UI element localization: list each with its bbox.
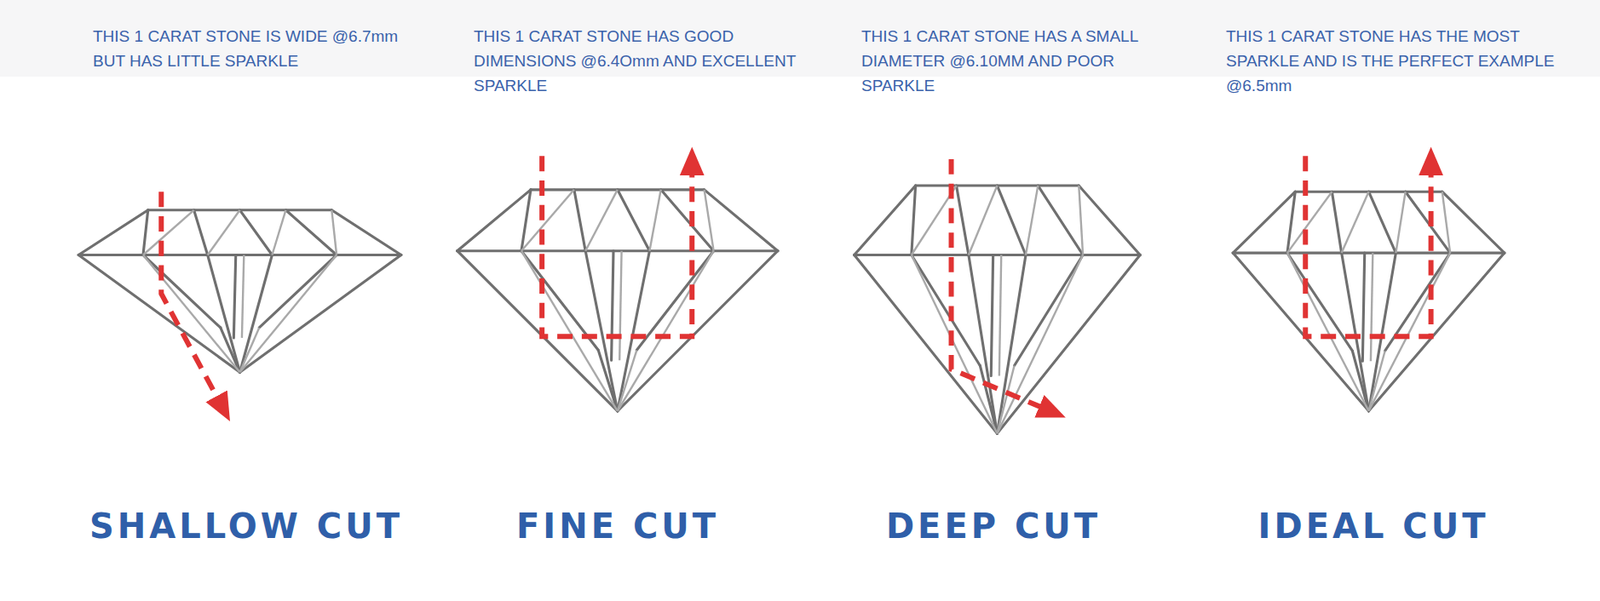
diamond-drawing	[457, 189, 778, 412]
facet-line	[585, 251, 618, 412]
facet-line	[207, 210, 241, 256]
facet-line	[611, 251, 614, 362]
diamond-drawing	[78, 210, 402, 373]
facet-line	[78, 253, 402, 257]
cut-name: IDEAL CUT	[1151, 506, 1595, 547]
facet-line	[233, 255, 236, 339]
facet-line	[240, 255, 273, 374]
facet-line	[1405, 191, 1451, 254]
facet-line	[1362, 253, 1365, 362]
facet-line	[704, 189, 778, 252]
facet-line	[617, 251, 651, 412]
facet-line	[968, 255, 998, 435]
facet-line	[457, 189, 531, 252]
facet-line	[331, 210, 401, 256]
facet-line	[1370, 253, 1373, 362]
facet-line	[143, 255, 221, 329]
facet-line	[1442, 191, 1451, 254]
facet-line	[78, 210, 148, 256]
facet-line	[996, 255, 1140, 435]
facet-line	[241, 255, 244, 339]
facet-line	[240, 255, 402, 374]
facet-line	[854, 253, 1140, 257]
light-ray	[541, 155, 692, 337]
description-text: THIS 1 CARAT STONE HAS THE MOST SPARKLE …	[1225, 23, 1567, 98]
cut-name: FINE CUT	[396, 506, 840, 547]
facet-line	[143, 255, 241, 374]
light-ray	[1305, 155, 1431, 337]
facet-line	[207, 255, 241, 374]
facet-line	[1341, 191, 1370, 254]
facet-line	[1331, 191, 1342, 254]
facet-line	[521, 251, 618, 412]
facet-line	[1287, 191, 1332, 254]
facet-line	[911, 255, 981, 367]
facet-line	[996, 255, 1026, 435]
facet-line	[617, 251, 714, 412]
light-ray	[951, 159, 1044, 409]
facet-line	[996, 185, 1026, 255]
facet-line	[271, 210, 286, 256]
facet-line	[1395, 191, 1405, 254]
facet-line	[854, 255, 998, 435]
facet-line	[1369, 253, 1451, 412]
cut-name: SHALLOW CUT	[24, 506, 468, 547]
facet-line	[1025, 185, 1038, 255]
facet-line	[911, 185, 916, 255]
facet-line	[194, 210, 208, 256]
facet-line	[1232, 253, 1369, 412]
facet-line	[1232, 252, 1505, 255]
facet-line	[1442, 191, 1505, 254]
description-text: THIS 1 CARAT STONE HAS A SMALL DIAMETER …	[861, 23, 1186, 98]
facet-line	[999, 255, 1002, 377]
facet-line	[1369, 191, 1397, 254]
facet-line	[1078, 185, 1140, 255]
facet-line	[331, 210, 337, 256]
diamond-drawing	[854, 185, 1140, 434]
facet-line	[258, 255, 337, 329]
facet-line	[619, 251, 622, 362]
facet-line	[649, 189, 661, 252]
facet-line	[240, 210, 273, 256]
facet-line	[1232, 191, 1295, 254]
facet-line	[1037, 185, 1083, 255]
description-text: THIS 1 CARAT STONE HAS GOOD DIMENSIONS @…	[473, 23, 815, 98]
facet-line	[911, 255, 998, 435]
facet-line	[1287, 253, 1370, 412]
facet-line	[1078, 185, 1083, 255]
cut-name: DEEP CUT	[771, 506, 1215, 547]
facet-line	[1341, 253, 1370, 412]
diamond-group	[78, 155, 1505, 434]
facet-line	[968, 185, 998, 255]
facet-line	[240, 255, 338, 374]
facet-line	[457, 249, 778, 253]
facet-line	[990, 255, 993, 377]
facet-line	[457, 251, 618, 412]
facet-line	[585, 189, 618, 252]
facet-line	[285, 210, 337, 256]
facet-line	[617, 189, 651, 252]
facet-line	[704, 189, 714, 252]
facet-line	[574, 189, 586, 252]
facet-line	[143, 210, 149, 256]
diamond-drawing	[1232, 191, 1505, 412]
facet-line	[143, 210, 195, 256]
facet-line	[1014, 255, 1084, 367]
facet-line	[617, 251, 778, 412]
facet-line	[636, 251, 714, 352]
facet-line	[854, 185, 916, 255]
light-ray	[161, 191, 219, 400]
facet-line	[521, 189, 575, 252]
facet-line	[1369, 253, 1397, 412]
description-text: THIS 1 CARAT STONE IS WIDE @6.7mm BUT HA…	[92, 23, 417, 74]
facet-line	[1287, 253, 1353, 352]
facet-line	[956, 185, 969, 255]
facet-line	[661, 189, 714, 252]
facet-line	[1369, 253, 1505, 412]
